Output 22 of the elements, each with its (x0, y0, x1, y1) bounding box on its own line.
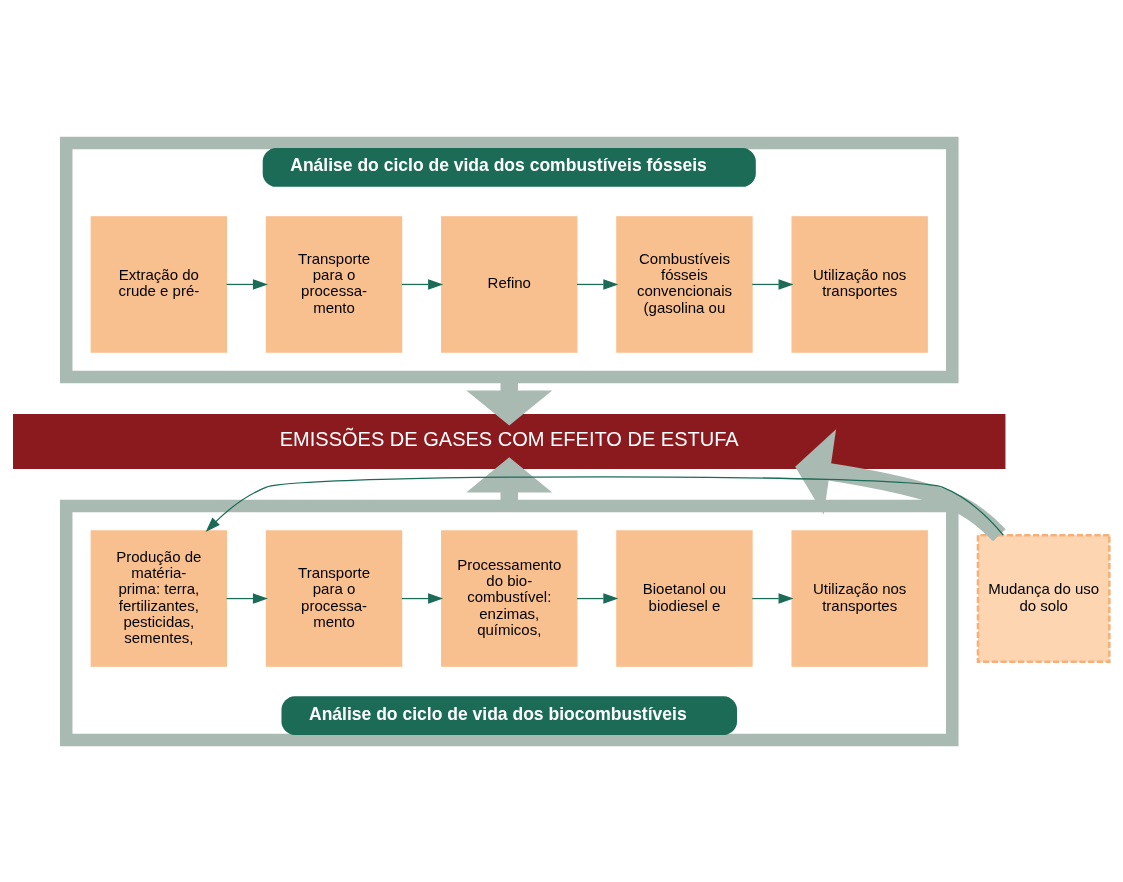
arrow (225, 278, 268, 290)
arrow (795, 428, 1006, 541)
arrow (751, 278, 794, 290)
node-box: EMISSÕES DE GASES COM EFEITO DE ESTUFA (13, 413, 1006, 469)
arrow (576, 278, 619, 290)
node-box: Bioetanol ou biodiesel e (616, 529, 753, 667)
node-box: Processamento do bio- combustível: enzimas, químicos, (441, 529, 578, 667)
node-box: Utilização nos transportes (791, 215, 928, 353)
arrow (225, 592, 268, 604)
arrow (401, 592, 444, 604)
node-box: Extração do crude e pré- (90, 215, 228, 353)
arrow (576, 592, 619, 604)
node-box: Transporte para o processa- mento (265, 215, 403, 353)
arrow (205, 475, 1004, 536)
node-box: Refino (441, 215, 578, 353)
node-box: Combustíveis fósseis convencionais (gasolina ou (616, 215, 753, 353)
arrow (751, 592, 794, 604)
node-box: Mudança do uso do solo (976, 533, 1111, 663)
node-box: Utilização nos transportes (791, 529, 928, 667)
node-box: Produção de matéria- prima: terra, fertilizantes, pesticidas, sementes, (90, 529, 228, 667)
node-box: Transporte para o processa- mento (265, 529, 403, 667)
arrow (401, 278, 444, 290)
